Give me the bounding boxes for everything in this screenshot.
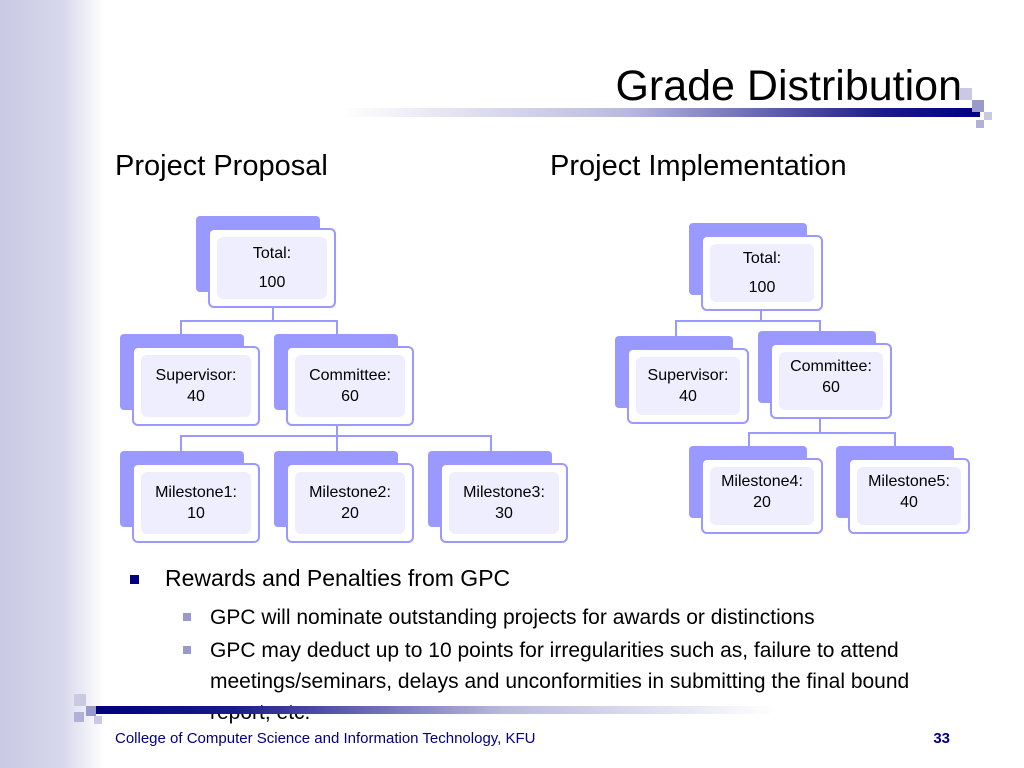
decor-square (86, 706, 96, 716)
proposal-milestone2-node: Milestone2: 20 (274, 451, 414, 543)
implementation-committee-value: 60 (822, 379, 840, 396)
implementation-supervisor-label: Supervisor: (647, 367, 729, 384)
bullet-sub-2: GPC may deduct up to 10 points for irreg… (128, 635, 968, 728)
connector-line (760, 309, 762, 321)
heading-project-implementation: Project Implementation (550, 150, 847, 182)
connector-line (180, 320, 182, 334)
connector-line (336, 435, 338, 451)
connector-line (336, 424, 338, 436)
connector-line (894, 432, 896, 446)
proposal-milestone3-label: Milestone3: (463, 484, 545, 501)
implementation-committee-node: Committee: 60 (758, 331, 892, 419)
decor-square (976, 120, 984, 128)
decor-square (94, 716, 102, 724)
left-decor-band (0, 0, 104, 768)
connector-line (675, 320, 821, 322)
connector-line (180, 320, 338, 322)
decor-square (972, 100, 984, 112)
proposal-milestone1-node: Milestone1: 10 (120, 451, 260, 543)
decor-square (74, 694, 86, 706)
footer-line (96, 706, 776, 714)
proposal-milestone2-label: Milestone2: (309, 484, 391, 501)
implementation-committee-label: Committee: (790, 358, 872, 375)
proposal-committee-node: Committee: 60 (274, 334, 414, 426)
proposal-milestone3-node: Milestone3: 30 (428, 451, 568, 543)
proposal-committee-label: Committee: (309, 367, 391, 384)
implementation-milestone4-value: 20 (753, 494, 771, 511)
connector-line (819, 417, 821, 433)
proposal-total-node: Total: 100 (196, 216, 336, 308)
decor-square (984, 112, 992, 120)
decor-square (74, 712, 84, 722)
heading-project-proposal: Project Proposal (115, 150, 328, 182)
connector-line (819, 320, 821, 332)
proposal-milestone1-value: 10 (187, 505, 205, 522)
implementation-milestone5-node: Milestone5: 40 (836, 446, 970, 534)
proposal-total-label: Total: (252, 245, 292, 262)
proposal-milestone3-value: 30 (495, 505, 513, 522)
implementation-milestone4-label: Milestone4: (721, 473, 803, 490)
slide-title: Grade Distribution (615, 62, 962, 110)
proposal-milestone2-value: 20 (341, 505, 359, 522)
proposal-milestone1-label: Milestone1: (155, 484, 237, 501)
connector-line (675, 320, 677, 336)
footer-text: College of Computer Science and Informat… (115, 730, 536, 747)
decor-square (960, 88, 972, 100)
implementation-milestone5-value: 40 (900, 494, 918, 511)
bullet-sub-1: GPC will nominate outstanding projects f… (128, 602, 968, 633)
connector-line (180, 435, 182, 451)
connector-line (490, 435, 492, 451)
implementation-milestone4-node: Milestone4: 20 (689, 446, 823, 534)
implementation-supervisor-node: Supervisor: 40 (615, 336, 749, 424)
implementation-total-node: Total: 100 (689, 223, 823, 311)
implementation-total-value: 100 (748, 279, 776, 296)
implementation-total-label: Total: (742, 250, 782, 267)
proposal-committee-value: 60 (341, 388, 359, 405)
connector-line (748, 432, 896, 434)
implementation-supervisor-value: 40 (679, 388, 697, 405)
title-underline (340, 108, 980, 117)
bullet-main: Rewards and Penalties from GPC (128, 565, 968, 592)
page-number: 33 (933, 730, 950, 747)
connector-line (272, 307, 274, 321)
connector-line (336, 320, 338, 334)
implementation-milestone5-label: Milestone5: (868, 473, 950, 490)
proposal-total-value: 100 (258, 274, 286, 291)
proposal-supervisor-node: Supervisor: 40 (120, 334, 260, 426)
proposal-supervisor-value: 40 (187, 388, 205, 405)
connector-line (748, 432, 750, 446)
proposal-supervisor-label: Supervisor: (155, 367, 237, 384)
